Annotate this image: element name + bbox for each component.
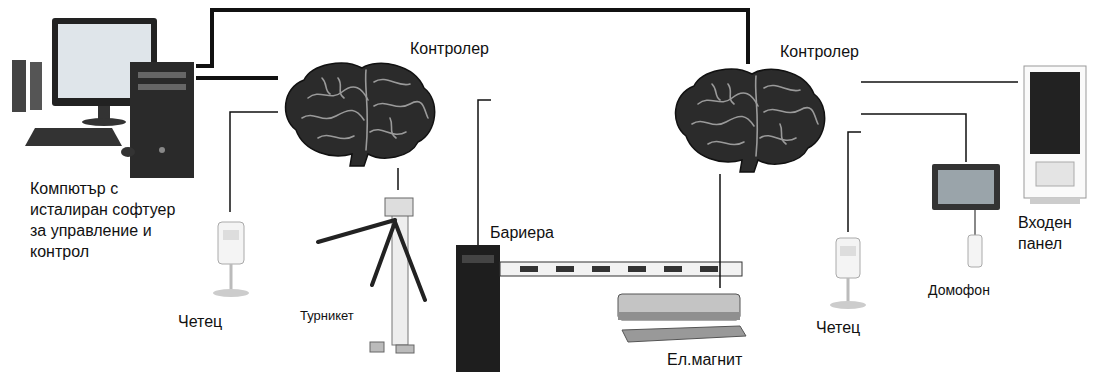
entrance-panel-picture: [1036, 162, 1074, 186]
turnstile-picture: [318, 198, 425, 353]
entrance-panel-picture: [1030, 72, 1080, 154]
intercom-picture: [968, 235, 982, 267]
reader-node: Четец: [172, 212, 262, 334]
device-label: Ел.магнит: [667, 350, 742, 369]
barrier-picture: [592, 266, 610, 272]
reader-picture: [230, 264, 233, 290]
device-label: Четец: [178, 312, 222, 331]
barrier-picture: [700, 266, 718, 272]
barrier-picture: [664, 266, 682, 272]
reader-picture: [223, 230, 239, 240]
device-label: Входен панел: [1018, 212, 1092, 254]
barrier-picture: [520, 266, 538, 272]
computer-picture: [25, 128, 122, 146]
computer-picture: [121, 147, 135, 157]
turnstile-node: Турникет: [298, 190, 438, 360]
intercom-node: Домофон: [926, 162, 1016, 307]
device-label: Домофон: [928, 282, 990, 299]
reader-picture: [213, 222, 866, 309]
turnstile-picture: [370, 342, 384, 352]
entrance-panel-node: Входен панел: [1018, 64, 1094, 264]
computer-picture: [159, 147, 165, 153]
reader-picture: [847, 278, 850, 302]
controller-picture: [286, 63, 825, 172]
computer-picture: [12, 18, 194, 178]
magnet-node: Ел.магнит: [612, 288, 760, 374]
magnet-picture: [618, 294, 740, 320]
turnstile-picture: [395, 222, 425, 300]
computer-picture: [138, 84, 186, 90]
computer-picture: [30, 62, 42, 110]
entrance-panel-picture: [1024, 66, 1086, 204]
wire-connector: [196, 10, 748, 66]
controller-node: Контролер: [278, 58, 491, 168]
barrier-picture: [556, 266, 574, 272]
computer-picture: [98, 106, 110, 120]
turnstile-picture: [385, 198, 413, 216]
magnet-picture: [622, 326, 746, 342]
barrier-picture: [628, 266, 646, 272]
turnstile-picture: [372, 222, 395, 285]
barrier-picture: [456, 245, 500, 372]
barrier-picture: [500, 262, 742, 276]
barrier-picture: [456, 245, 742, 372]
reader-picture: [836, 238, 860, 278]
computer-node: Компютър с исталиран софтуер за управлен…: [10, 16, 196, 286]
device-label: Контролер: [410, 39, 489, 58]
wire-connector: [397, 168, 399, 190]
device-label: Контролер: [780, 42, 859, 61]
entrance-panel-picture: [1030, 198, 1080, 204]
controller-node: Контролер: [668, 64, 861, 174]
entrance-panel-picture: [1024, 66, 1086, 198]
controller-picture: [676, 69, 825, 172]
computer-picture: [82, 118, 126, 126]
reader-picture: [840, 246, 856, 256]
wire-connector: [196, 76, 278, 80]
computer-picture: [12, 60, 26, 112]
device-label: Бариера: [490, 223, 554, 242]
computer-picture: [130, 62, 194, 178]
wire-connector: [861, 114, 966, 162]
intercom-picture: [974, 210, 976, 235]
wire-connector: [478, 100, 491, 245]
intercom-picture: [938, 170, 994, 204]
device-label: Четец: [816, 318, 860, 337]
wire-connector: [861, 81, 1018, 83]
magnet-picture: [618, 312, 740, 320]
controller-picture: [286, 63, 435, 166]
computer-picture: [138, 72, 186, 78]
reader-node: Четец: [808, 232, 888, 342]
intercom-picture: [932, 164, 1000, 267]
reader-picture: [218, 222, 244, 264]
wire-connector: [230, 112, 278, 212]
wire-connector: [848, 132, 861, 232]
barrier-picture: [462, 255, 494, 263]
reader-picture: [213, 289, 249, 297]
wire-connector: [719, 174, 721, 288]
device-label: Турникет: [300, 308, 354, 324]
turnstile-picture: [396, 345, 414, 353]
magnet-picture: [618, 294, 746, 342]
intercom-picture: [932, 164, 1000, 210]
turnstile-picture: [318, 220, 395, 242]
device-label: Компютър с исталиран софтуер за управлен…: [30, 178, 190, 262]
reader-picture: [830, 301, 866, 309]
